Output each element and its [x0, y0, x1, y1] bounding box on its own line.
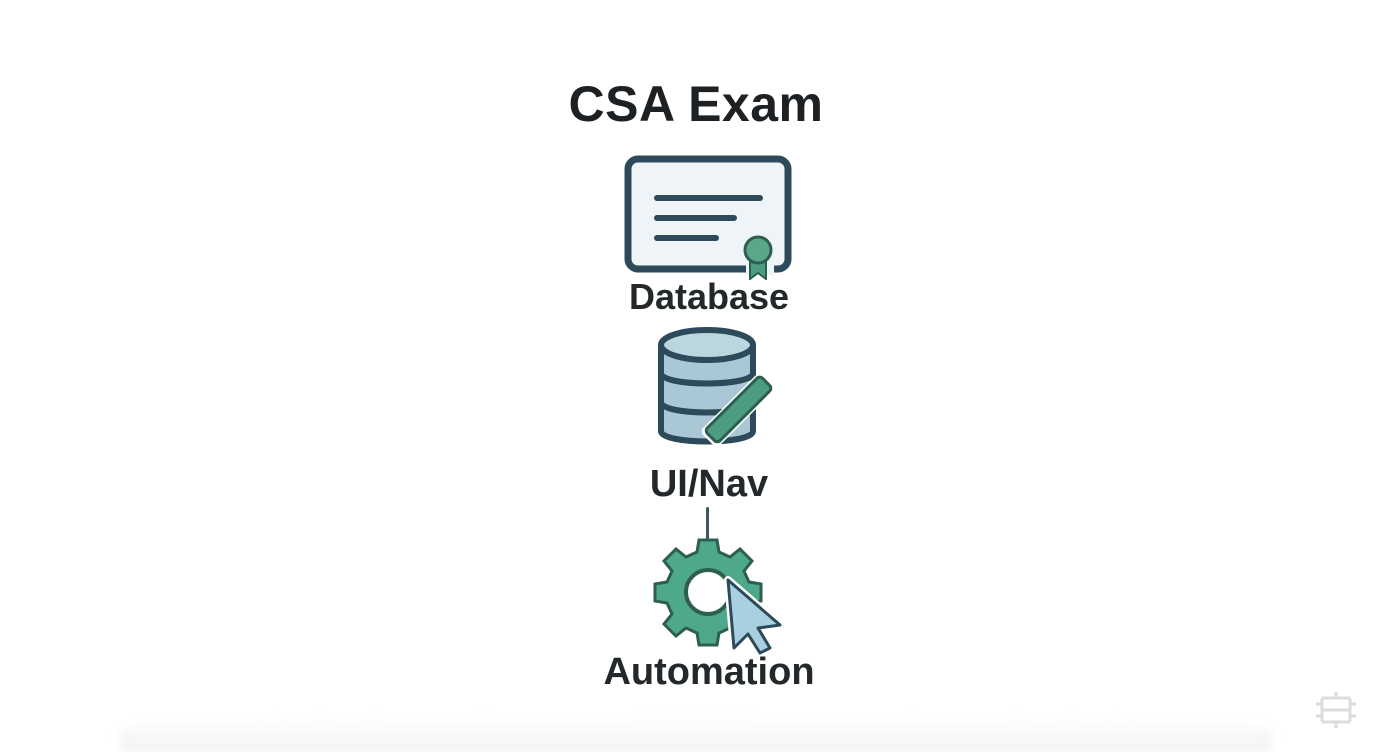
certificate-icon — [624, 155, 794, 281]
gear-logo-icon — [1314, 690, 1358, 730]
database-edit-icon — [655, 325, 785, 455]
connector-line — [706, 507, 709, 543]
node-label-uinav: UI/Nav — [649, 463, 769, 505]
diagram-title: CSA Exam — [568, 76, 824, 132]
gear-cursor-icon — [650, 530, 790, 657]
node-label-database: Database — [628, 276, 790, 317]
bottom-fade — [120, 716, 1272, 752]
node-label-automation: Automation — [603, 651, 815, 693]
